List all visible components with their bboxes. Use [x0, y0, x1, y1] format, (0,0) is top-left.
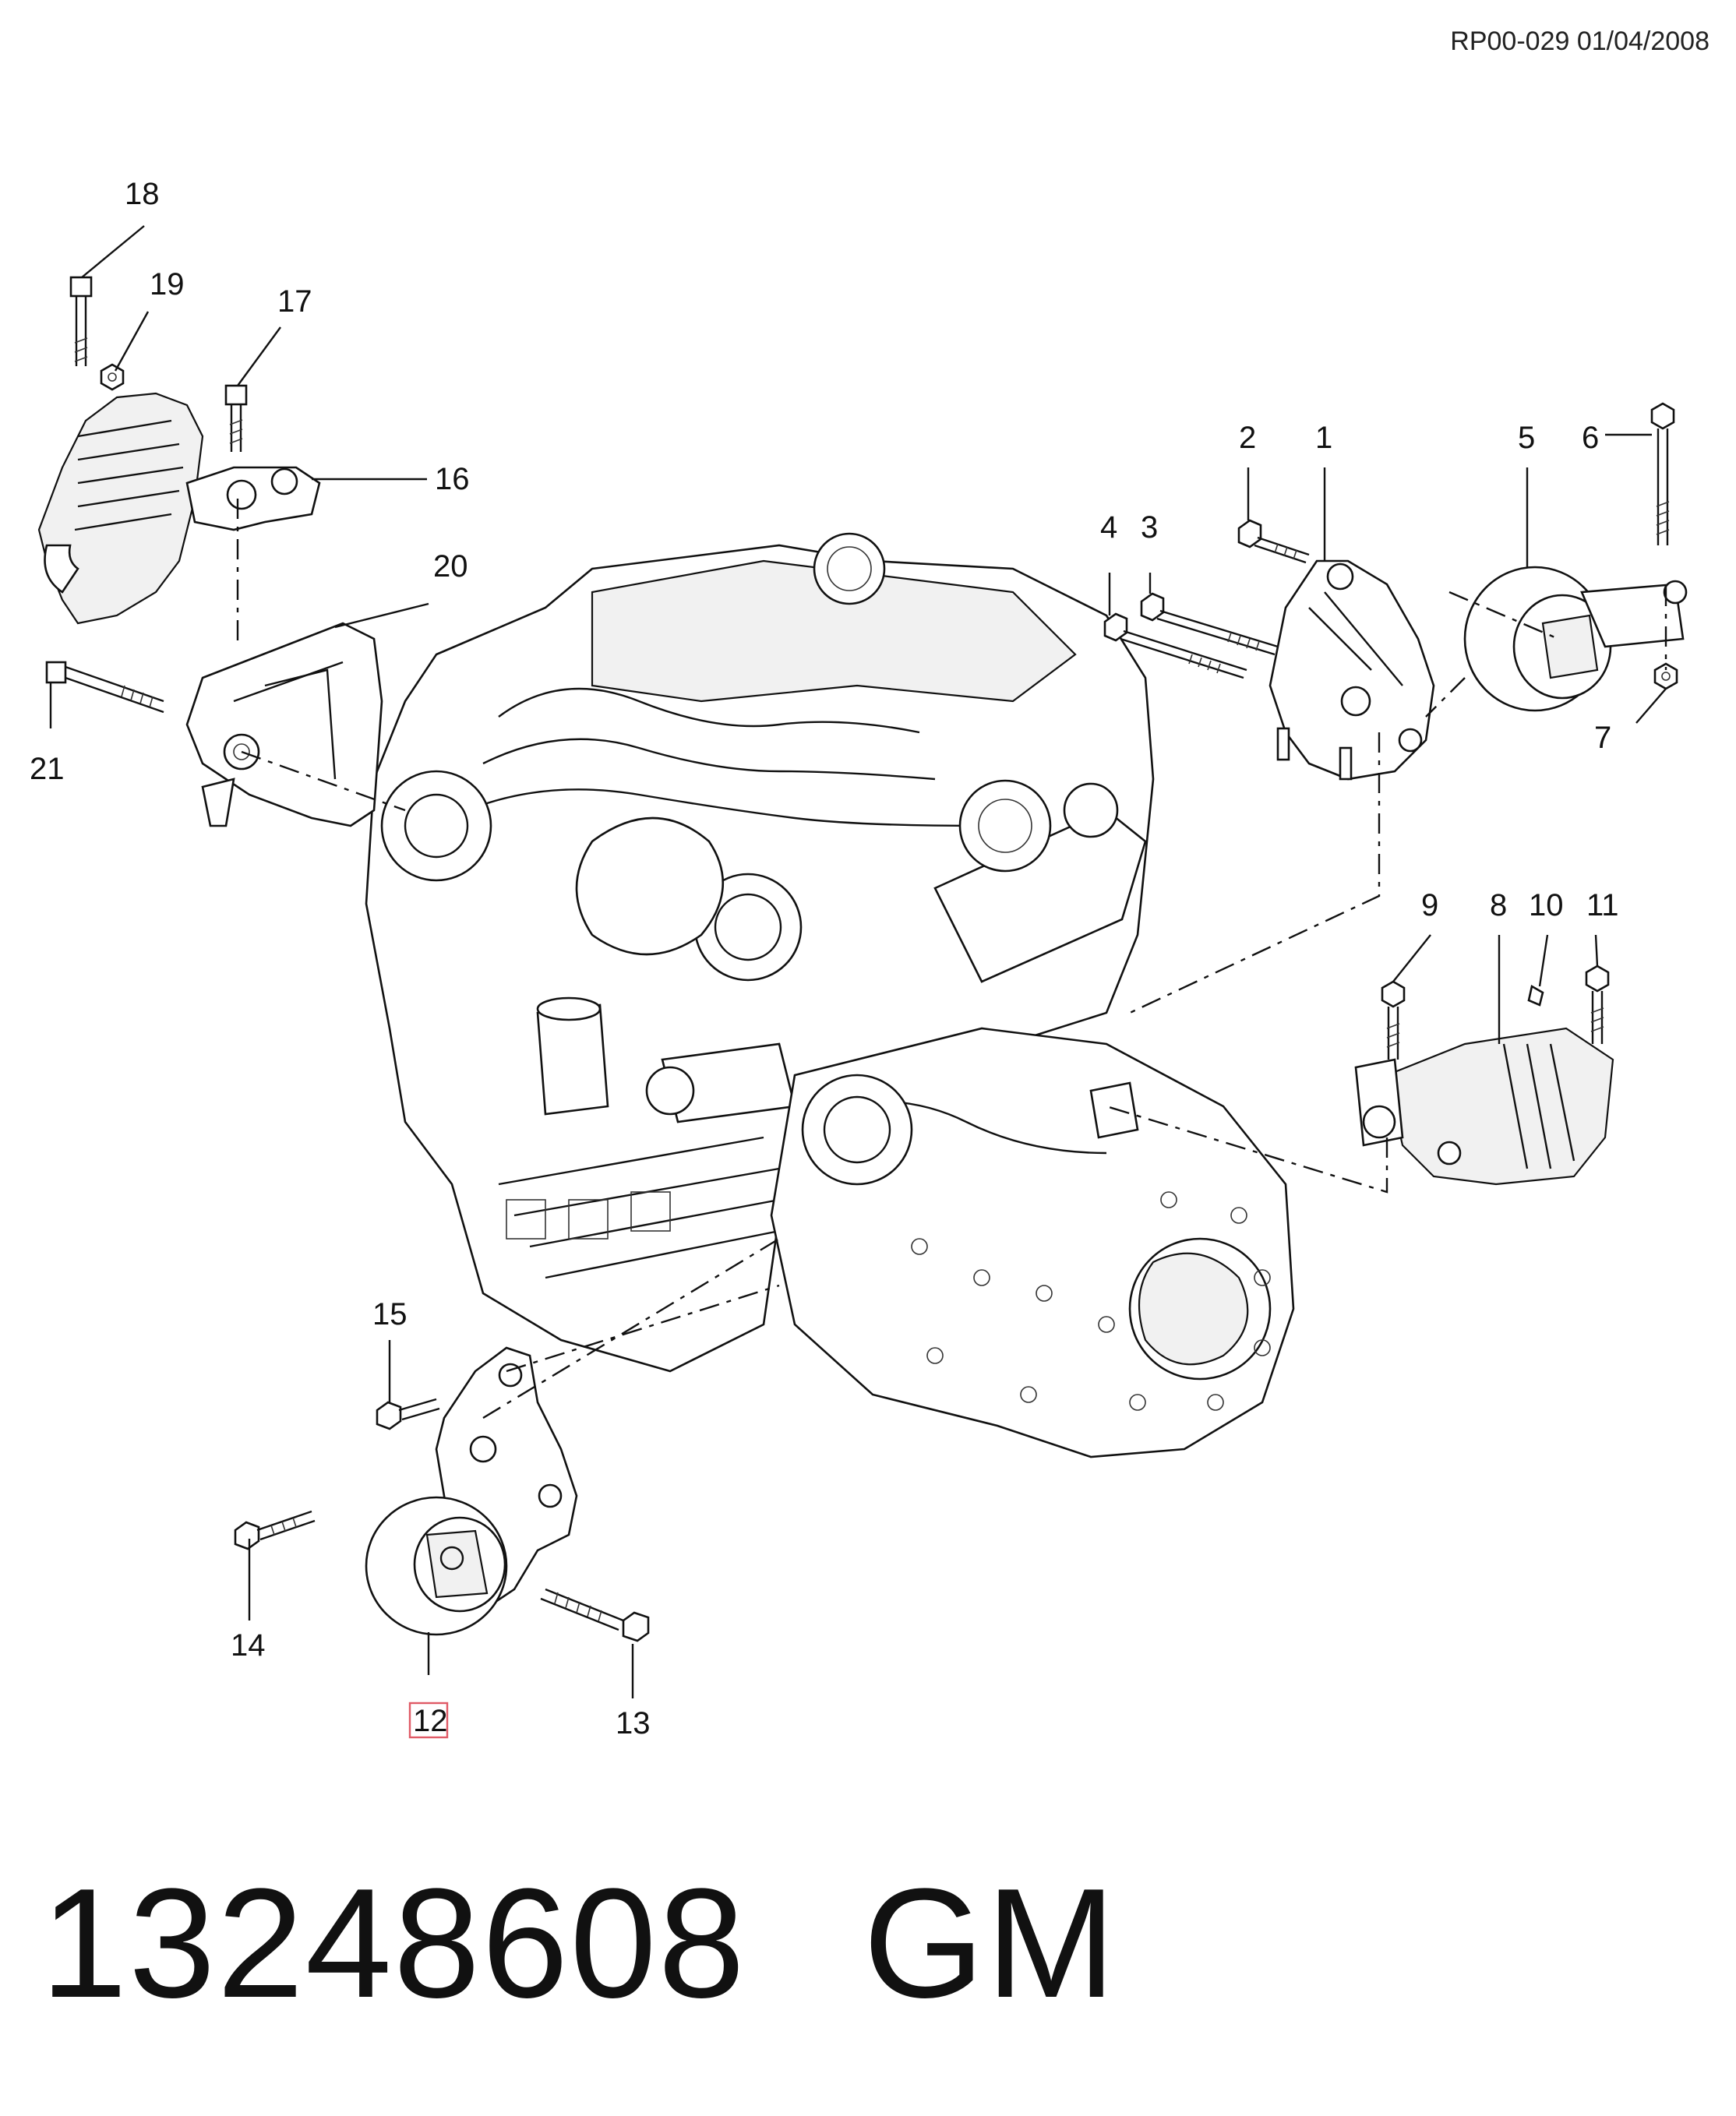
callout-15: 15: [372, 1297, 408, 1331]
bolt-18: [69, 276, 93, 366]
callout-18: 18: [125, 177, 160, 211]
mount-5: [1463, 566, 1688, 712]
callout-6: 6: [1582, 421, 1599, 455]
callout-7: 7: [1594, 721, 1611, 755]
document-reference: RP00-029 01/04/2008: [1450, 26, 1710, 56]
callout-21: 21: [30, 752, 65, 786]
mount-12-bushing: [365, 1496, 508, 1636]
bolt-21: [45, 661, 164, 714]
callout-12: 12: [413, 1704, 448, 1738]
callout-labels: 18 19 17 16 20 21 2 1 4 3 5 6 7 9 8 10 1…: [30, 177, 1619, 1740]
nut-19: [100, 363, 125, 391]
bolt-17: [224, 384, 248, 452]
callout-4: 4: [1100, 510, 1117, 545]
mount-8: [1354, 1027, 1614, 1186]
bracket-1: [1268, 559, 1435, 781]
bolt-13: [540, 1588, 650, 1642]
bracket-20: [185, 622, 383, 827]
callout-20: 20: [433, 549, 468, 584]
assembly-dash-lines: [236, 499, 1667, 1419]
callout-10: 10: [1529, 888, 1564, 922]
brand-name: GM: [863, 1857, 1118, 2030]
callout-12-highlight: [408, 1702, 449, 1739]
callout-16: 16: [435, 462, 470, 496]
upper-left-mount-assembly: [37, 392, 321, 625]
bolt-4: [1103, 612, 1247, 679]
callout-3: 3: [1141, 510, 1158, 545]
callout-1: 1: [1315, 421, 1332, 455]
bolt-3: [1140, 592, 1279, 656]
bolt-14: [234, 1510, 316, 1550]
part-number-caption: 13248608 GM: [41, 1854, 1117, 2033]
part-number: 13248608: [41, 1857, 746, 2030]
bolt-9: [1381, 980, 1406, 1060]
callout-13: 13: [616, 1706, 651, 1740]
callout-9: 9: [1421, 888, 1438, 922]
callout-17: 17: [277, 284, 312, 319]
clip-10: [1527, 984, 1544, 1007]
bolt-6: [1650, 402, 1675, 545]
callout-14: 14: [231, 1628, 266, 1663]
bolt-2: [1237, 519, 1310, 564]
nut-7: [1653, 662, 1678, 690]
leader-lines: [49, 225, 1667, 1698]
callout-8: 8: [1490, 888, 1507, 922]
callout-11: 11: [1586, 888, 1619, 922]
callout-5: 5: [1518, 421, 1535, 455]
callout-2: 2: [1239, 421, 1256, 455]
bolt-11: [1585, 965, 1610, 1044]
callout-19: 19: [150, 267, 185, 302]
engine-transmission-assembly: [365, 532, 1295, 1458]
bolt-15: [376, 1398, 440, 1430]
